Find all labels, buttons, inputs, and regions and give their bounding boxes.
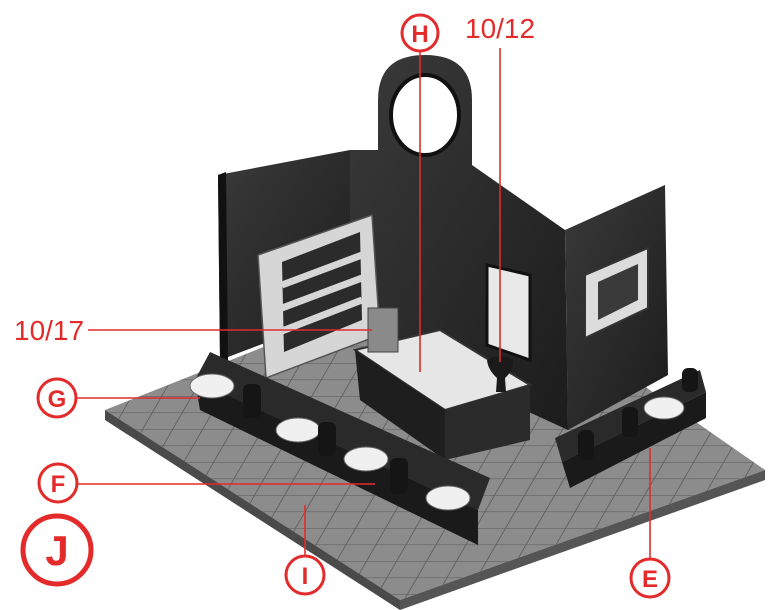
- bowl: [643, 396, 685, 420]
- svg-text:J: J: [45, 527, 68, 574]
- counter-vase: [487, 356, 514, 392]
- right-wall: [565, 185, 668, 430]
- svg-text:F: F: [51, 471, 66, 498]
- pot: [578, 430, 594, 460]
- pot: [682, 368, 698, 392]
- counter: [352, 307, 533, 460]
- label-h: H: [400, 13, 440, 53]
- bowl: [343, 446, 389, 472]
- label-g: G: [36, 377, 78, 419]
- right-bench: [555, 368, 706, 488]
- svg-text:E: E: [642, 566, 658, 593]
- pot: [622, 407, 638, 437]
- bowl: [275, 417, 321, 443]
- back-wall: [350, 55, 568, 430]
- bowl: [189, 373, 235, 399]
- doorway: [485, 263, 532, 363]
- label-e: E: [629, 557, 671, 599]
- label-j: J: [20, 513, 94, 587]
- pot: [243, 384, 261, 418]
- label-i: I: [284, 554, 326, 596]
- pot: [390, 458, 408, 494]
- left-bench: [189, 352, 490, 545]
- counter-box: [367, 307, 399, 353]
- bookshelf: [257, 213, 381, 380]
- svg-text:H: H: [411, 21, 428, 48]
- ref-label-left: 10/17: [14, 315, 84, 346]
- round-window: [389, 73, 461, 157]
- label-f: F: [37, 462, 79, 504]
- annotation-lines: [77, 48, 651, 560]
- svg-text:I: I: [302, 563, 309, 590]
- svg-text:G: G: [48, 386, 67, 413]
- bowl: [425, 485, 471, 511]
- pot: [318, 422, 336, 456]
- ref-label-top: 10/12: [465, 13, 535, 44]
